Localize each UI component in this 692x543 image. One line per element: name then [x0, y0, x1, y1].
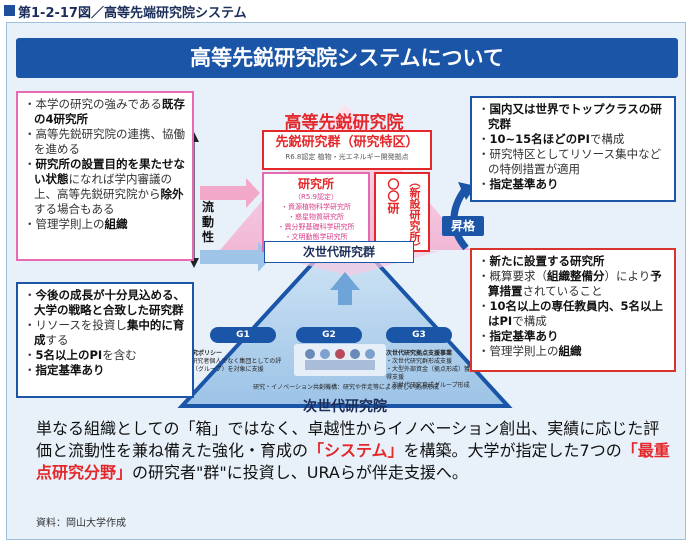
- hub-title: 次世代研究拠点支援事業: [386, 350, 453, 357]
- senei-criteria-box: ・国内又は世界でトップクラスの研究群 ・10~15名ほどのPIで構成 ・研究特区…: [470, 96, 676, 202]
- hub-item: ・次世代研究群形成支援: [386, 358, 453, 365]
- institute-item: ・異分野基礎科学研究所: [277, 223, 355, 231]
- senei-research-group: 先鋭研究群（研究特区） R6.8認定 植物・光エネルギー開発拠点: [262, 130, 432, 170]
- institute-item: ・資源植物科学研究所: [281, 203, 351, 211]
- list-item: ・10~15名ほどのPIで構成: [478, 132, 625, 146]
- list-item: ・新たに設置する研究所: [478, 254, 605, 268]
- kenkyujo-sub: （R5.9認定）: [294, 193, 338, 201]
- next-gen-institute-title: 次世代研究院: [303, 399, 387, 415]
- policy-title: 研究ポリシー: [186, 350, 223, 357]
- new-institute-criteria-box: ・新たに設置する研究所 ・概算要求（組織整備分）により予算措置されていること ・…: [470, 248, 676, 372]
- list-item: ・指定基準あり: [478, 329, 559, 343]
- blue-pyramid: [177, 225, 513, 408]
- senei-title: 先鋭研究群（研究特区）: [275, 135, 419, 150]
- list-item: ・今後の成長が十分見込める、大学の戦略と合致した研究群: [24, 288, 185, 317]
- list-item: ・研究特区としてリソース集中などの特例措置が適用: [478, 147, 662, 176]
- list-item: ・5名以上のPIを含む: [24, 348, 137, 362]
- hub-item: ・次世代研究育成グループ形成: [386, 382, 470, 389]
- group-badge: G3: [386, 327, 452, 343]
- list-item: ・10名以上の専任教員内、5名以上はPIで構成: [478, 299, 664, 328]
- list-item: ・指定基準あり: [24, 363, 105, 377]
- figure-header: 第1-2-17図／高等先端研究院システム: [0, 0, 692, 22]
- policy-text: ①研究者個人でなく集団としての評価（グループ）を対象に支援: [186, 358, 282, 373]
- mechanism-note: 研究・イノベーション共創機構：研究や伴走等による新しい拠点形成: [253, 384, 439, 391]
- list-item: ・本学の研究の強みである既存の4研究所: [24, 97, 185, 126]
- next-gen-research-group: 次世代研究群: [264, 241, 414, 263]
- hub-support: 次世代研究拠点支援事業 ・次世代研究群形成支援 ・大型外部資金（拠点形成）獲得支…: [386, 350, 470, 390]
- hub-item: ・大型外部資金（拠点形成）獲得支援: [386, 366, 471, 381]
- list-item: ・管理学則上の組織: [24, 217, 128, 231]
- source-note: 資料：岡山大学作成: [36, 518, 126, 529]
- summary-text: 単なる組織としての「箱」ではなく、卓越性からイノベーション創出、実績に応じた評価…: [36, 419, 670, 482]
- title-square-icon: [4, 5, 15, 16]
- institute-item: ・惑星物質研究所: [288, 213, 344, 221]
- up-arrow-icon: [330, 272, 360, 305]
- kenkyujo-title: 研究所: [297, 177, 334, 191]
- next-gen-criteria-box: ・今後の成長が十分見込める、大学の戦略と合致した研究群 ・リソースを投資し集中的…: [16, 282, 194, 398]
- research-policy: 研究ポリシー ①研究者個人でなく集団としての評価（グループ）を対象に支援: [186, 350, 282, 374]
- banner-title: 高等先鋭研究院システムについて: [16, 38, 678, 78]
- promotion-label: 昇格: [442, 216, 484, 236]
- research-institutes-box: 研究所 （R5.9認定） ・資源植物科学研究所 ・惑星物質研究所 ・異分野基礎科…: [262, 172, 370, 252]
- figure-title: 第1-2-17図／高等先端研究院システム: [18, 6, 247, 21]
- senei-sub: R6.8認定 植物・光エネルギー開発拠点: [285, 153, 409, 161]
- right-arrow-icon: [200, 242, 272, 272]
- new-institute-box: （新設研究所） 〇〇研: [374, 172, 430, 253]
- new-institute-name: 〇〇研: [386, 178, 400, 214]
- list-item: ・国内又は世界でトップクラスの研究群: [478, 102, 662, 131]
- group-badge: G1: [210, 327, 276, 343]
- list-item: ・高等先鋭研究院の連携、協働を進める: [24, 127, 185, 156]
- list-item: ・指定基準あり: [478, 177, 559, 191]
- fluidity-label: 流動性: [201, 200, 214, 244]
- list-item: ・管理学則上の組織: [478, 344, 582, 358]
- existing-institutes-box: ・本学の研究の強みである既存の4研究所 ・高等先鋭研究院の連携、協働を進める ・…: [16, 91, 194, 261]
- list-item: ・リソースを投資し集中的に育成する: [24, 318, 185, 347]
- list-item: ・概算要求（組織整備分）により予算措置されていること: [478, 269, 662, 298]
- new-institute-label: （新設研究所）: [408, 176, 421, 253]
- list-item: ・研究所の設置目的を果たせない状態になれば学内審議の上、高等先鋭研究院から除外す…: [24, 157, 185, 216]
- institute-item: ・文明動態学研究所: [284, 233, 348, 241]
- group-badge: G2: [296, 327, 362, 343]
- pyramid-top-title: 高等先鋭研究院: [284, 113, 404, 133]
- right-arrow-icon: [200, 178, 260, 208]
